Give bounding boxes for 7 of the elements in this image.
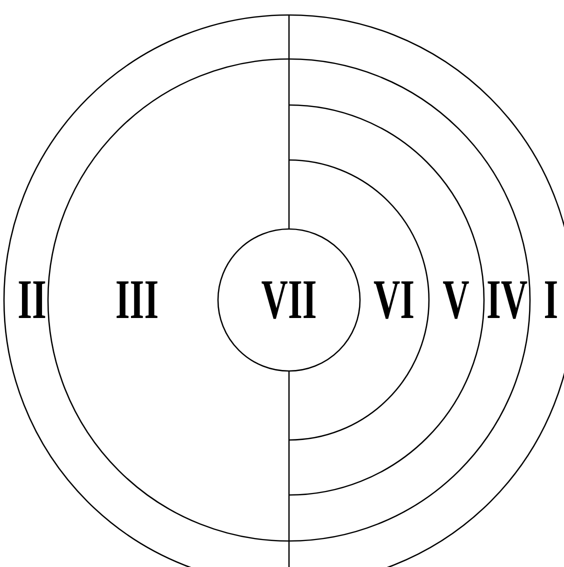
- roman-numeral: V: [442, 272, 470, 328]
- roman-numeral: VI: [373, 272, 415, 328]
- roman-numeral: I: [544, 272, 558, 328]
- roman-numeral: II: [18, 272, 46, 328]
- roman-numeral: IV: [486, 272, 528, 328]
- roman-numeral: VII: [261, 272, 317, 328]
- roman-numeral: III: [115, 272, 159, 328]
